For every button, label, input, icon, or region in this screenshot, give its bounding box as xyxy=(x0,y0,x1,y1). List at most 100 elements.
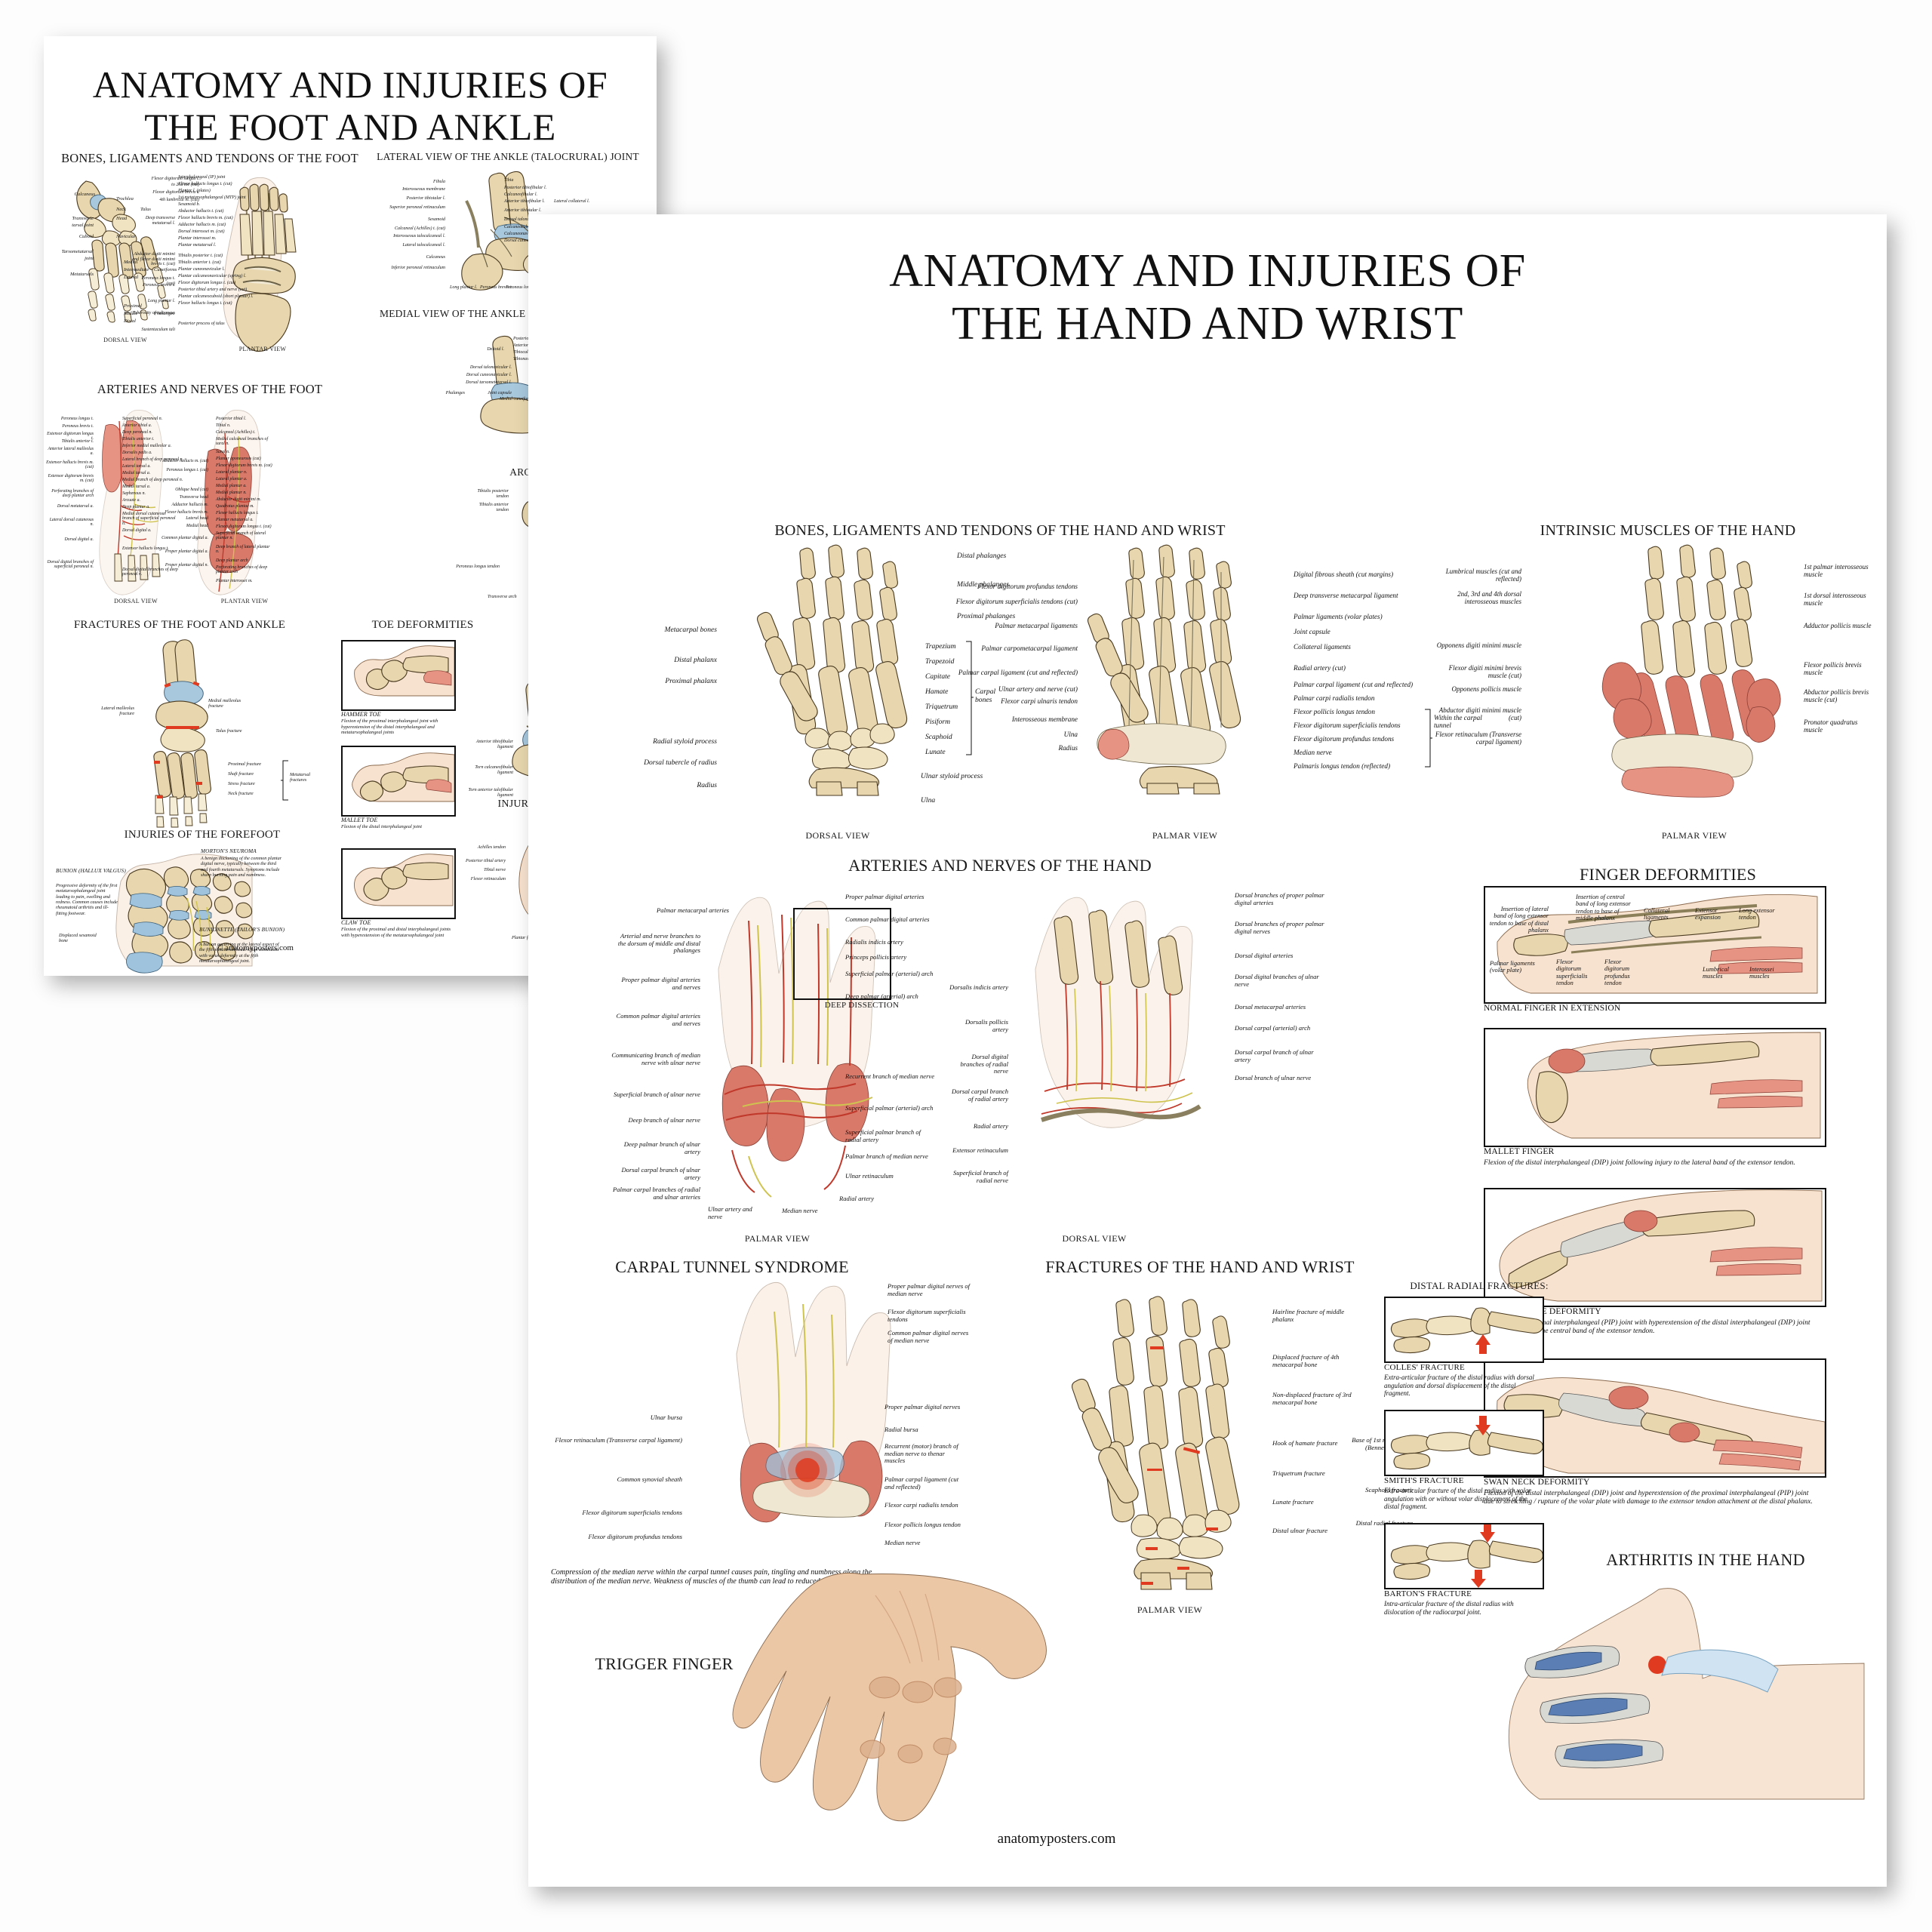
boutonniere-finger-art xyxy=(1499,1189,1823,1302)
label-adductor-pollicis: Adductor pollicis muscle xyxy=(1804,622,1872,629)
intrinsic-muscles-palmar-view-caption: PALMAR VIEW xyxy=(1661,830,1727,841)
label-superficial-palmar-arch: Superficial palmar (arterial) arch xyxy=(845,970,934,977)
hand-bones-palmar-view-caption: PALMAR VIEW xyxy=(1152,830,1218,841)
smiths-fracture-art xyxy=(1390,1416,1543,1470)
foot-dorsal-skeleton-art xyxy=(76,180,169,323)
foot-poster-title-line1: ANATOMY AND INJURIES OF xyxy=(92,63,608,106)
label-phalanx-distal: Distal xyxy=(124,318,136,324)
label-plantar-deep-arch: Deep plantar arch xyxy=(216,558,248,563)
caption-bunionette-title: BUNIONETTE (TAILOR'S BUNION) xyxy=(199,927,285,933)
label-lumbrical-muscles-finger: Lumbrical muscles xyxy=(1703,966,1729,980)
label-fibula: Fibula xyxy=(433,180,445,184)
label-medial-malleolus-fracture: Medial malleolus fracture xyxy=(208,698,242,709)
label-fdp-tendon-finger: Flexor digitorum profundus tendon xyxy=(1604,958,1630,987)
label-head: Head xyxy=(116,216,128,221)
caption-bunionette-body: A bunion occurring at the lateral aspect… xyxy=(199,942,279,964)
label-art-ant-tibial-a: Anterior tibial a. xyxy=(122,423,152,428)
foot-section-heading-toe-deformities: TOE DEFORMITIES xyxy=(371,619,474,631)
label-radial-styloid-process: Radial styloid process xyxy=(653,737,717,746)
label-neck: Neck xyxy=(116,207,126,212)
label-recurrent-branch-median: Recurrent branch of median nerve xyxy=(845,1072,935,1080)
label-palmar-volar-plates: Palmar ligaments (volar plates) xyxy=(1294,613,1383,620)
label-long-plantar-l2: Long plantar l. xyxy=(450,285,478,290)
foot-arteries-dorsal-caption: DORSAL VIEW xyxy=(114,598,158,605)
label-sustentaculum-tali: Sustentaculum tali xyxy=(141,328,176,332)
label-achilles-cut: Calcaneal (Achilles) t. (cut) xyxy=(395,226,445,231)
label-superficial-branch-ulnar: Superficial branch of ulnar nerve xyxy=(613,1091,700,1098)
label-transverse-arch: Transverse arch xyxy=(488,595,517,599)
label-4th-lumbrical: 4th lumbrical m. (cut) xyxy=(159,198,199,202)
label-plantar-deep-branch-lat: Deep branch of lateral plantar n. xyxy=(216,545,270,555)
label-plantar-adductor-hallucis: Adductor hallucis m. xyxy=(171,503,208,507)
label-distal-ulnar-fracture: Distal ulnar fracture xyxy=(1272,1527,1327,1534)
colles-fracture-art xyxy=(1390,1307,1543,1354)
label-triquetrum-fracture: Triquetrum fracture xyxy=(1272,1469,1325,1477)
label-art-dorsal-metatarsal: Dorsal metatarsal a. xyxy=(57,504,94,509)
label-proper-palmar-digital-arteries-nerves: Proper palmar digital arteries and nerve… xyxy=(621,976,700,991)
label-ulnar-artery-nerve: Ulnar artery and nerve xyxy=(708,1205,752,1220)
label-plantar-flexor-dig-longus: Flexor digitorum longus t. (cut) xyxy=(216,525,272,529)
label-radial-artery-arteries: Radial artery xyxy=(839,1195,875,1202)
label-tibialis-anterior-tendon: Tibialis anterior tendon xyxy=(478,503,509,512)
label-flexor-hallucis-longus-cut: Flexor hallucis longus t. (cut) xyxy=(178,182,232,186)
carpal-tunnel-bracket xyxy=(1425,709,1432,768)
label-plantar-achilles: Calcaneal (Achilles) t. xyxy=(216,430,256,435)
label-palmar-radial-artery-cut: Radial artery (cut) xyxy=(1294,664,1346,672)
forefoot-injury-art xyxy=(115,854,254,974)
label-ct-palmar-carpal-ligament: Palmar carpal ligament (cut and reflecte… xyxy=(884,1475,959,1491)
caption-colles-title: COLLES' FRACTURE xyxy=(1384,1363,1465,1372)
label-abductor-digiti-minimi: Abductor digiti minimi and flexor digiti… xyxy=(132,252,175,267)
foot-fractures-art xyxy=(153,639,211,828)
panel-colles-fracture xyxy=(1384,1297,1544,1363)
label-hairline-fracture-middle-phalanx: Hairline fracture of middle phalanx xyxy=(1272,1308,1345,1323)
label-art-dorsal-digital: Dorsal digital a. xyxy=(64,537,94,542)
label-metatarsal-fractures: Metatarsal fractures xyxy=(290,772,311,783)
label-ant-tibiotalar: Anterior tibiotalar l. xyxy=(504,208,542,213)
label-palmar-deep-transverse-metacarpal: Deep transverse metacarpal ligament xyxy=(1294,592,1398,599)
label-plantar-oblique-head: Oblique head (cut) xyxy=(175,488,208,492)
hand-section-heading-arteries: ARTERIES AND NERVES OF THE HAND xyxy=(848,856,1152,875)
foot-section-heading-fractures: FRACTURES OF THE FOOT AND ANKLE xyxy=(73,619,286,631)
label-art-sup-peroneal-n: Superficial peroneal n. xyxy=(122,417,163,421)
label-stress-fracture: Stress fracture xyxy=(228,781,255,786)
label-plantar-plates: Plantar l. (plates) xyxy=(178,189,211,193)
label-inf-peroneal-retinaculum: Inferior peroneal retinaculum xyxy=(391,266,445,270)
label-ip-joint: Interphalangeal (IP) joint xyxy=(178,175,226,180)
label-sesamoid: Sesamoid b. xyxy=(178,202,200,207)
label-palmar-fdp-tendons-2: Flexor digitorum profundus tendons xyxy=(1294,735,1395,743)
claw-toe-art xyxy=(354,854,454,906)
label-plantar-interossei: Plantar interossei m. xyxy=(216,579,253,583)
label-tarsometatarsal-joint: Tarsometatarsal xyxy=(61,249,94,254)
label-peroneus-brevis2: Peroneus brevis t. xyxy=(480,285,513,290)
hand-arteries-palmar-view-caption: PALMAR VIEW xyxy=(744,1233,811,1244)
label-dorsal-branches-proper-palmar-nerves: Dorsal branches of proper palmar digital… xyxy=(1235,920,1324,935)
label-art-medial-tarsal: Medial tarsal a. xyxy=(122,471,151,475)
poster-hand-and-wrist[interactable]: ANATOMY AND INJURIES OF THE HAND AND WRI… xyxy=(528,214,1887,1887)
foot-dorsal-view-caption: DORSAL VIEW xyxy=(103,337,147,343)
label-flexor-dig-longus: Flexor digitorum longus t. xyxy=(151,177,199,181)
label-abductor-digiti-minimi-cut: Abductor digiti minimi muscle (cut) xyxy=(1438,706,1521,722)
caption-bunion-title: BUNION (HALLUX VALGUS) xyxy=(56,868,126,874)
label-palmar-carpometacarpal-ligament: Palmar carpometacarpal ligament xyxy=(981,645,1078,652)
caption-displaced-sesamoid: Displaced sesamoid bone xyxy=(59,933,97,944)
label-plantar-sup-branch-lat: Superficial branch of lateral plantar n. xyxy=(216,531,266,541)
label-hamate: Hamate xyxy=(925,688,949,696)
label-trochlea: Trochlea xyxy=(116,196,134,202)
label-plantar-proper-digital-n: Proper plantar digital n. xyxy=(165,563,208,568)
label-palmar-digital-fibrous-sheath: Digital fibrous sheath (cut margins) xyxy=(1294,571,1394,578)
hand-section-heading-carpal-tunnel: CARPAL TUNNEL SYNDROME xyxy=(615,1257,849,1276)
label-post-tibiofibular: Posterior tibiofibular l. xyxy=(504,186,547,190)
label-palmar-ulna: Ulna xyxy=(1063,731,1078,738)
label-plantar-tibial-n: Tibial n. xyxy=(216,423,231,428)
label-dorsal-carpal-branch-ulnar: Dorsal carpal branch of ulnar artery xyxy=(1235,1048,1314,1063)
label-distal-phalanges: Distal phalanges xyxy=(957,552,1007,560)
label-cuneiform-medial: Medial xyxy=(124,260,138,265)
label-art-medial-tarsal2: Medial tarsal a. xyxy=(122,485,151,489)
caption-smiths-body: Extra-articular fracture of the distal r… xyxy=(1384,1487,1531,1511)
label-ct-common-palmar-digital-nerves: Common palmar digital nerves of median n… xyxy=(888,1329,969,1344)
label-sup-peroneal-retinaculum: Superior peroneal retinaculum xyxy=(389,205,445,210)
panel-mallet-toe xyxy=(341,746,456,817)
label-metacarpal-bones: Metacarpal bones xyxy=(664,626,717,634)
label-radialis-indicis-artery: Radialis indicis artery xyxy=(845,938,903,946)
label-palmar-carpi-radialis-tendon: Palmar carpi radialis tendon xyxy=(1294,694,1375,702)
